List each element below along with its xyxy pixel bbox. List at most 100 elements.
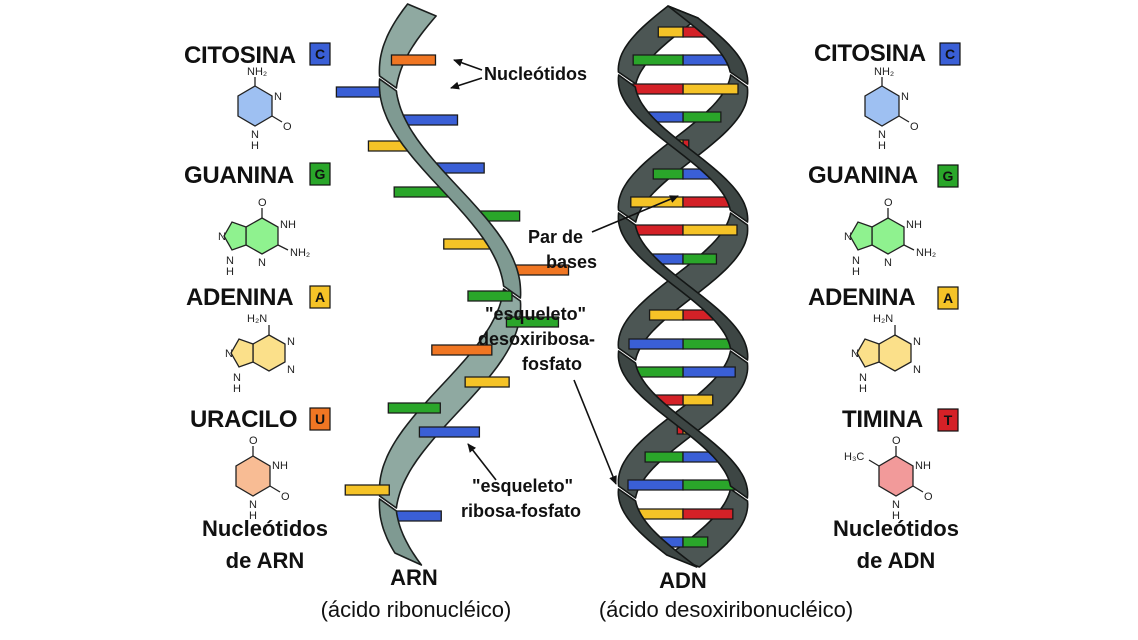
ribose-annotation-line1: "esqueleto" [472, 476, 573, 496]
rna-base-9 [467, 290, 513, 302]
svg-text:N: N [878, 129, 886, 141]
deoxyribose-annotation-line1: "esqueleto" [485, 304, 586, 324]
svg-text:NH: NH [272, 460, 288, 472]
dna-base-pair-2-a [682, 83, 739, 95]
dna-strand1-front-seg-2 [617, 488, 698, 568]
svg-text:N: N [892, 499, 900, 511]
svg-text:N: N [884, 257, 892, 269]
svg-text:NH: NH [280, 219, 296, 231]
svg-text:O: O [924, 491, 933, 503]
rna-backbone-back [378, 3, 522, 509]
nucleotide-letter: C [945, 46, 955, 62]
rna-nucleotides-footer-line1: Nucleótidos [202, 516, 328, 541]
svg-text:N: N [901, 91, 909, 103]
svg-text:NH: NH [915, 460, 931, 472]
nucleotide-name: GUANINA [184, 162, 294, 189]
adenine-structure: H₂N N N N N H [225, 313, 295, 395]
svg-text:N: N [844, 231, 852, 243]
dna-base-pair-3-a [682, 111, 722, 123]
dna-base-pair-11-b [628, 338, 684, 350]
rna-backbone-front-seg-1 [378, 498, 423, 566]
rna-backbone-back-seg-0 [378, 3, 437, 89]
base-pair-arrow [591, 195, 679, 233]
nucleotide-badge [309, 162, 331, 186]
dna-base-pair-12-a [682, 366, 736, 378]
nucleotide-name: URACILO [190, 406, 297, 433]
deoxyribose-annotation-line2: desoxiribosa- [478, 329, 595, 349]
nucleotide-badge [937, 164, 959, 188]
rna-backbone-front-seg-0 [378, 78, 522, 299]
uracil-structure: O NH O N H [235, 435, 290, 522]
svg-text:H: H [859, 383, 867, 395]
base-pair-annotation-line1: Par de [528, 227, 583, 247]
svg-text:N: N [233, 372, 241, 384]
svg-text:H₂N: H₂N [247, 313, 267, 325]
dna-base-pair-7-b [682, 224, 738, 236]
rna-uracil-entry: URACILO U O NH O N H [190, 406, 331, 522]
svg-text:N: N [274, 91, 282, 103]
annotation-arrows [450, 58, 679, 485]
svg-text:N: N [287, 336, 295, 348]
svg-text:N: N [851, 348, 859, 360]
dna-base-pair-18-b [682, 536, 709, 548]
cytosine-structure: NH₂ N O N H [237, 66, 292, 152]
rna-base-11 [431, 344, 493, 356]
rna-guanine-entry: GUANINA G O NH NH₂ N N N H [184, 162, 331, 278]
nucleotide-name: ADENINA [808, 284, 915, 311]
ribose-annotation-line2: ribosa-fosfato [461, 501, 581, 521]
rna-backbone-front [378, 78, 522, 566]
svg-text:N: N [852, 255, 860, 267]
dna-base-pair-16-a [627, 479, 684, 491]
dna-full-name: (ácido desoxiribonucléico) [599, 597, 853, 622]
thymine-structure: O NH O N H H₃C [844, 435, 933, 522]
svg-text:N: N [859, 372, 867, 384]
svg-text:N: N [251, 129, 259, 141]
dna-base-pair-1-b [632, 54, 684, 66]
svg-text:N: N [218, 231, 226, 243]
rna-helix [335, 3, 570, 566]
svg-text:H₃C: H₃C [844, 451, 864, 463]
deoxyribose-annotation-line3: fosfato [522, 354, 582, 374]
svg-text:NH₂: NH₂ [290, 247, 310, 259]
nucleotide-badge [937, 286, 959, 310]
nucleotide-arrow-2 [450, 77, 483, 90]
cytosine-structure: NH₂ N O N H [864, 66, 919, 152]
svg-text:N: N [287, 364, 295, 376]
nucleotide-name: CITOSINA [814, 40, 926, 67]
dna-label: ADN [659, 568, 707, 593]
svg-text:NH₂: NH₂ [874, 66, 894, 78]
dna-helix [617, 5, 749, 568]
svg-text:N: N [225, 348, 233, 360]
rna-base-0 [390, 54, 437, 66]
svg-text:O: O [892, 435, 901, 447]
rna-nucleotide-list: CITOSINA C NH₂ N O N H GUANINA G [184, 42, 331, 573]
rna-adenine-entry: ADENINA A H₂N N N N N H [186, 284, 331, 395]
dna-strand1-front-seg-0 [667, 5, 749, 85]
rna-full-name: (ácido ribonucléico) [321, 597, 512, 622]
dna-strand2-front-seg-1 [617, 350, 749, 499]
svg-text:NH: NH [906, 219, 922, 231]
dna-base-pair-8-b [682, 253, 718, 265]
dna-thymine-entry: TIMINA T O NH O N H H₃C [842, 406, 959, 522]
svg-text:O: O [281, 491, 290, 503]
svg-text:H: H [852, 266, 860, 278]
dna-base-pair-5-a [652, 168, 684, 180]
annotations: Nucleótidos Par de bases "esqueleto" des… [461, 64, 597, 521]
nucleotide-letter: T [944, 412, 953, 428]
svg-text:O: O [249, 435, 258, 447]
svg-text:H: H [878, 140, 886, 152]
svg-text:O: O [910, 121, 919, 133]
dna-base-pair-17-b [682, 508, 734, 520]
svg-text:N: N [249, 499, 257, 511]
rna-base-15 [344, 484, 390, 496]
rna-base-13 [387, 402, 441, 414]
nucleotide-badge [309, 407, 331, 431]
adenine-structure: H₂N N N N N H [851, 313, 921, 395]
nucleotide-name: GUANINA [808, 162, 918, 189]
svg-text:N: N [913, 364, 921, 376]
nucleotide-letter: G [943, 168, 954, 184]
dna-cytosine-entry: CITOSINA C NH₂ N O N H [814, 40, 961, 152]
svg-text:O: O [258, 197, 267, 209]
nucleotide-letter: C [315, 46, 325, 62]
